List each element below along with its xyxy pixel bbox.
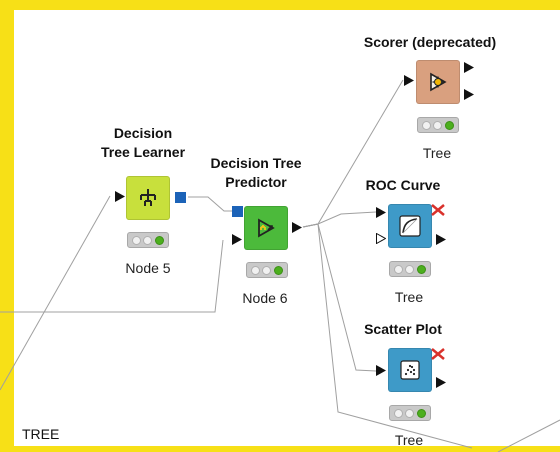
node-title: Scatter Plot bbox=[328, 320, 478, 339]
output-port-2[interactable] bbox=[464, 89, 474, 100]
node-title-line: Predictor bbox=[225, 174, 287, 190]
model-output-port[interactable] bbox=[175, 192, 186, 203]
connection-in-predictor[interactable] bbox=[0, 239, 224, 313]
error-x-icon bbox=[431, 348, 445, 360]
node-title-line: Scorer (deprecated) bbox=[363, 34, 497, 50]
input-port[interactable] bbox=[115, 191, 125, 202]
status-light-red bbox=[251, 265, 261, 275]
status-light-yellow bbox=[405, 264, 415, 274]
status-light-red bbox=[422, 120, 432, 130]
node-title: Decision Tree Predictor bbox=[181, 154, 331, 192]
annotation-frame-left bbox=[0, 0, 14, 452]
annotation-frame-bottom bbox=[0, 446, 560, 452]
connection-predictor-roc[interactable] bbox=[302, 211, 377, 228]
input-port[interactable] bbox=[404, 75, 414, 86]
output-port[interactable] bbox=[292, 222, 302, 233]
node-title-line: Scatter Plot bbox=[364, 321, 442, 337]
status-light-green bbox=[273, 265, 283, 275]
tree-learner-icon bbox=[140, 189, 156, 206]
node-title: ROC Curve bbox=[328, 176, 478, 195]
node-title-line: Decision Tree bbox=[210, 155, 302, 171]
status-light-yellow bbox=[433, 120, 443, 130]
output-port-1[interactable] bbox=[464, 62, 474, 73]
status-light-red bbox=[394, 408, 404, 418]
node-title: Scorer (deprecated) bbox=[350, 33, 510, 52]
status-light-yellow bbox=[405, 408, 415, 418]
input-port[interactable] bbox=[232, 234, 242, 245]
node-label[interactable]: Node 6 bbox=[242, 290, 288, 306]
connection-in-learner[interactable] bbox=[0, 195, 111, 391]
node-title-line: Tree Learner bbox=[100, 144, 186, 160]
output-port[interactable] bbox=[436, 234, 446, 245]
scorer-icon bbox=[430, 72, 447, 92]
node-body[interactable] bbox=[416, 60, 460, 104]
node-body[interactable] bbox=[244, 206, 288, 250]
annotation-frame-top bbox=[0, 0, 560, 10]
status-traffic-light bbox=[417, 117, 459, 133]
status-light-yellow bbox=[143, 235, 153, 245]
node-title: Decision Tree Learner bbox=[68, 124, 218, 162]
status-light-green bbox=[416, 264, 426, 274]
optional-input-port[interactable] bbox=[376, 233, 386, 244]
node-label[interactable]: Node 5 bbox=[125, 260, 171, 276]
node-label[interactable]: Tree bbox=[422, 145, 452, 161]
error-x-icon bbox=[431, 204, 445, 216]
node-label[interactable]: Tree bbox=[394, 289, 424, 305]
node-body[interactable] bbox=[388, 348, 432, 392]
status-light-yellow bbox=[262, 265, 272, 275]
connection-learner-predictor[interactable] bbox=[188, 196, 232, 212]
status-light-green bbox=[416, 408, 426, 418]
output-port[interactable] bbox=[436, 377, 446, 388]
node-label[interactable]: Tree bbox=[394, 432, 424, 448]
status-traffic-light bbox=[246, 262, 288, 278]
roc-curve-icon bbox=[399, 215, 421, 237]
predictor-icon bbox=[258, 218, 275, 238]
node-title-line: ROC Curve bbox=[365, 177, 441, 193]
status-traffic-light bbox=[389, 405, 431, 421]
status-traffic-light bbox=[127, 232, 169, 248]
model-input-port[interactable] bbox=[232, 206, 243, 217]
status-traffic-light bbox=[389, 261, 431, 277]
status-light-red bbox=[394, 264, 404, 274]
status-light-green bbox=[154, 235, 164, 245]
workflow-annotation-text[interactable]: TREE bbox=[22, 426, 60, 442]
input-port[interactable] bbox=[376, 207, 386, 218]
status-light-green bbox=[444, 120, 454, 130]
node-title-line: Decision bbox=[113, 125, 173, 141]
scatter-plot-icon bbox=[400, 360, 420, 380]
input-port[interactable] bbox=[376, 365, 386, 376]
node-body[interactable] bbox=[126, 176, 170, 220]
node-body[interactable] bbox=[388, 204, 432, 248]
status-light-red bbox=[132, 235, 142, 245]
